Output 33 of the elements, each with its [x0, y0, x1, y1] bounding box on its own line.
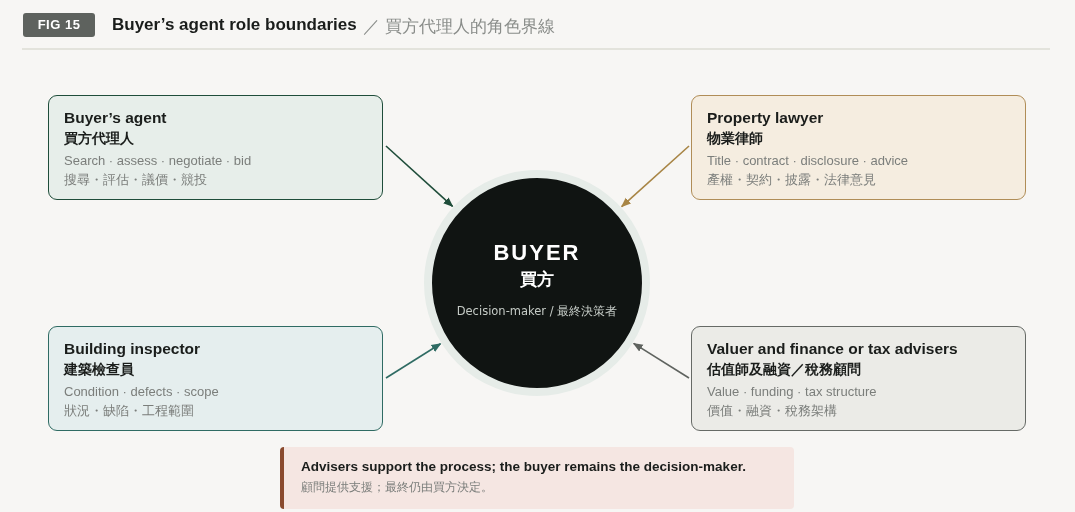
- arrow: [385, 145, 454, 208]
- card-title: Property lawyer: [707, 109, 824, 127]
- card-title: Valuer and finance or tax advisers: [707, 340, 958, 358]
- card-description: 價值・融資・稅務架構: [707, 402, 837, 420]
- card-description: Value · funding · tax structure: [707, 384, 877, 399]
- card-description: 產權・契約・披露・法律意見: [707, 171, 876, 189]
- card-description: 搜尋・評估・議價・競投: [64, 171, 207, 189]
- arrow: [385, 342, 442, 379]
- figure-badge: FIG 15: [23, 13, 95, 37]
- card-title: Building inspector: [64, 340, 201, 358]
- card-description: Search · assess · negotiate · bid: [64, 153, 252, 168]
- circle-caption: Decision-maker / 最終決策者: [455, 304, 619, 319]
- card-subtitle: 物業律師: [707, 130, 763, 148]
- card-description: Title · contract · disclosure · advice: [707, 153, 909, 168]
- card-description: 狀況・缺陷・工程範圍: [64, 402, 194, 420]
- role-card: [48, 326, 383, 431]
- subtitle: ／ 買方代理人的角色界線: [363, 16, 555, 38]
- circle-subtitle: 買方: [519, 268, 555, 291]
- role-card: [48, 95, 383, 200]
- arrow: [632, 342, 690, 379]
- note-text: Advisers support the process; the buyer remains the decision-maker.: [301, 459, 746, 474]
- title: Buyer’s agent role boundaries: [112, 15, 357, 35]
- note-text: 顧問提供支援；最終仍由買方決定。: [301, 479, 493, 496]
- circle-title: BUYER: [492, 240, 582, 266]
- arrow: [620, 145, 690, 208]
- card-title: Buyer’s agent: [64, 109, 167, 127]
- card-subtitle: 買方代理人: [64, 130, 134, 148]
- note-box: [280, 447, 794, 509]
- card-description: Condition · defects · scope: [64, 384, 219, 399]
- card-subtitle: 估值師及融資／稅務顧問: [707, 361, 861, 379]
- card-subtitle: 建築檢查員: [64, 361, 134, 379]
- role-card: [691, 95, 1026, 200]
- role-card: [691, 326, 1026, 431]
